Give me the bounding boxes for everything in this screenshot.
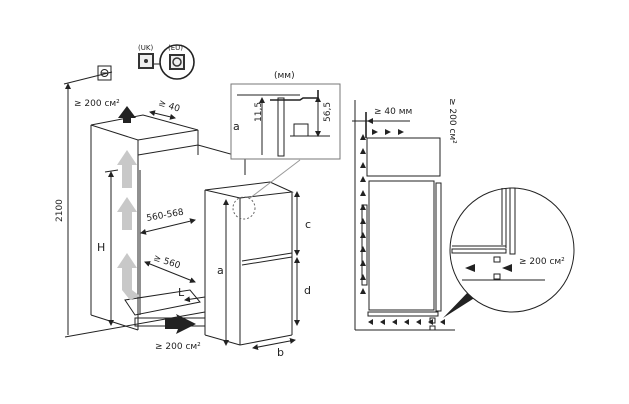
airflow-triangle-icon — [360, 176, 366, 182]
airflow-triangle-icon — [360, 274, 366, 280]
svg-text:≥ 560: ≥ 560 — [152, 253, 182, 271]
airflow-triangle-icon — [428, 319, 433, 325]
bottom-airflow-arrow: ≥ 200 см² — [155, 314, 201, 352]
svg-text:(EU): (EU) — [168, 44, 183, 52]
svg-text:(мм): (мм) — [274, 71, 295, 81]
niche-width-dimension: 560-568 — [140, 208, 196, 235]
airflow-triangle-icon — [368, 319, 373, 325]
niche-height-dimension: H — [97, 169, 119, 326]
svg-text:L: L — [178, 286, 185, 299]
svg-text:(UK): (UK) — [138, 44, 153, 52]
mounting-detail-inset: (мм) a 11,5 56,5 — [230, 71, 341, 160]
svg-text:c: c — [305, 218, 311, 231]
svg-text:560-568: 560-568 — [146, 208, 185, 224]
airflow-triangle-icon — [360, 246, 366, 252]
lower-section-dimension: d — [294, 257, 311, 326]
airflow-triangle-icon — [372, 129, 378, 135]
wall-socket-icon — [97, 65, 112, 81]
airflow-triangle-icon — [360, 162, 366, 168]
up-airflow-arrow: ≥ 200 см² — [74, 99, 136, 123]
kitchen-cabinet — [90, 114, 246, 331]
airflow-triangle-icon — [360, 204, 366, 210]
airflow-arrows — [360, 129, 445, 325]
airflow-triangle-icon — [360, 190, 366, 196]
top-gap-dimension: ≥ 40 — [149, 98, 181, 120]
airflow-triangle-icon — [416, 319, 421, 325]
svg-text:≥ 200 см²: ≥ 200 см² — [74, 99, 120, 109]
svg-text:≥ 40 мм: ≥ 40 мм — [374, 107, 412, 117]
airflow-triangle-icon — [360, 260, 366, 266]
side-section-diagram: ≥ 40 мм ≥ 200 см² — [352, 98, 457, 331]
svg-text:≥ 200 см²: ≥ 200 см² — [519, 257, 565, 267]
svg-text:56,5: 56,5 — [323, 102, 333, 122]
svg-text:≥ 40: ≥ 40 — [157, 98, 181, 114]
airflow-triangle-icon — [404, 319, 409, 325]
svg-text:d: d — [304, 284, 311, 297]
svg-text:11,5: 11,5 — [254, 102, 264, 122]
svg-text:≥ 200 см²: ≥ 200 см² — [447, 98, 457, 144]
airflow-triangle-icon — [380, 319, 385, 325]
socket-uk-icon: (UK) — [138, 44, 154, 69]
airflow-triangle-icon — [385, 129, 391, 135]
svg-text:a: a — [217, 264, 224, 277]
detail-magnifier: ≥ 200 см² — [443, 187, 575, 318]
floor-line — [64, 311, 206, 338]
airflow-triangle-icon — [392, 319, 397, 325]
svg-text:b: b — [277, 346, 284, 359]
svg-text:H: H — [97, 241, 105, 254]
svg-text:≥ 200 см²: ≥ 200 см² — [155, 342, 201, 352]
grey-airflow-arrows — [117, 150, 140, 300]
airflow-triangle-icon — [360, 148, 366, 154]
airflow-triangle-icon — [360, 134, 366, 140]
niche-depth-dimension: ≥ 560 — [144, 253, 196, 283]
depth-offset-dimension: L — [178, 286, 206, 303]
upper-section-dimension: c — [294, 191, 311, 256]
airflow-triangle-icon — [398, 129, 404, 135]
appliance-height-dimension: a — [217, 199, 229, 346]
fridge-appliance — [204, 159, 301, 346]
airflow-triangle-icon — [360, 218, 366, 224]
airflow-triangle-icon — [440, 319, 445, 325]
total-height-label: 2100 — [55, 199, 65, 222]
svg-text:a: a — [233, 120, 240, 133]
appliance-width-dimension: b — [252, 337, 296, 359]
total-height-dimension: 2100 — [55, 71, 113, 335]
socket-eu-icon: (EU) — [159, 44, 195, 80]
airflow-triangle-icon — [360, 288, 366, 294]
airflow-triangle-icon — [360, 232, 366, 238]
